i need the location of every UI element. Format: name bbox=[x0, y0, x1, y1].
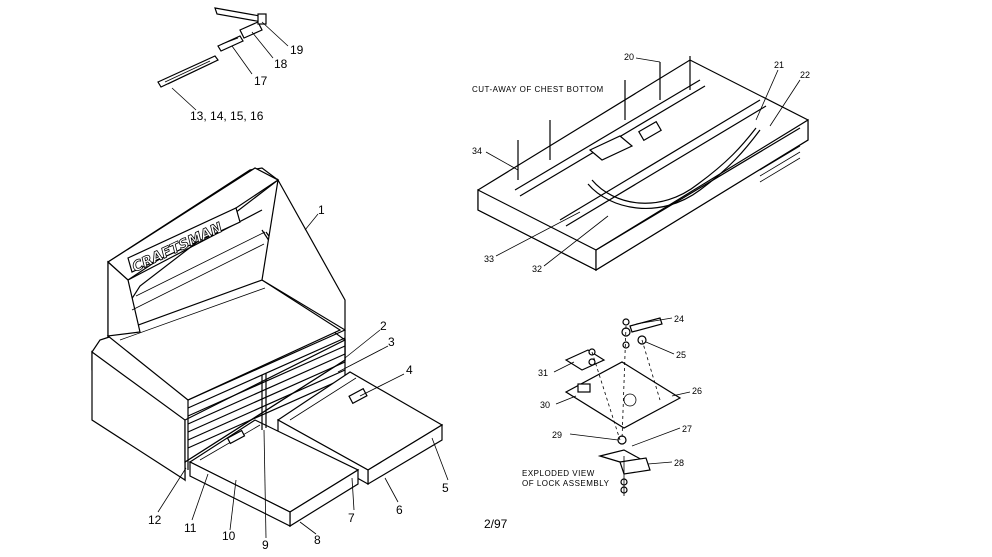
cutaway-caption: CUT-AWAY OF CHEST BOTTOM bbox=[472, 85, 604, 94]
chest-bottom-cutaway bbox=[477, 56, 809, 272]
callout-11: 11 bbox=[184, 521, 197, 535]
callout-24: 24 bbox=[674, 314, 684, 324]
callout-2: 2 bbox=[380, 319, 387, 333]
open-drawer-left bbox=[188, 419, 360, 528]
callout-25: 25 bbox=[676, 350, 686, 360]
callout-8: 8 bbox=[314, 533, 321, 547]
callout-31: 31 bbox=[538, 368, 548, 378]
exploded-caption-line2: OF LOCK ASSEMBLY bbox=[522, 479, 610, 488]
callout-6: 6 bbox=[396, 503, 403, 517]
callout-27: 27 bbox=[682, 424, 692, 434]
callout-29: 29 bbox=[552, 430, 562, 440]
exploded-caption-line1: EXPLODED VIEW bbox=[522, 469, 595, 478]
callout-18: 18 bbox=[274, 57, 288, 71]
tool-chest: CRAFTSMAN bbox=[91, 167, 449, 539]
callout-4: 4 bbox=[406, 363, 413, 377]
callout-30: 30 bbox=[540, 400, 550, 410]
callout-1: 1 bbox=[318, 203, 325, 217]
callout-21: 21 bbox=[774, 60, 784, 70]
date-code: 2/97 bbox=[484, 517, 508, 531]
callout-12: 12 bbox=[148, 513, 162, 527]
callout-7: 7 bbox=[348, 511, 355, 525]
callout-17: 17 bbox=[254, 74, 268, 88]
callout-22: 22 bbox=[800, 70, 810, 80]
callout-33: 33 bbox=[484, 254, 494, 264]
callout-9: 9 bbox=[262, 538, 269, 552]
callout-13-16: 13, 14, 15, 16 bbox=[190, 109, 264, 123]
callout-34: 34 bbox=[472, 146, 482, 156]
callout-19: 19 bbox=[290, 43, 304, 57]
callout-28: 28 bbox=[674, 458, 684, 468]
slide-rail-parts bbox=[157, 7, 289, 111]
callout-3: 3 bbox=[388, 335, 395, 349]
lock-assembly-exploded bbox=[553, 317, 691, 496]
callout-5: 5 bbox=[442, 481, 449, 495]
callout-10: 10 bbox=[222, 529, 236, 543]
callout-32: 32 bbox=[532, 264, 542, 274]
callout-20: 20 bbox=[624, 52, 634, 62]
callout-26: 26 bbox=[692, 386, 702, 396]
